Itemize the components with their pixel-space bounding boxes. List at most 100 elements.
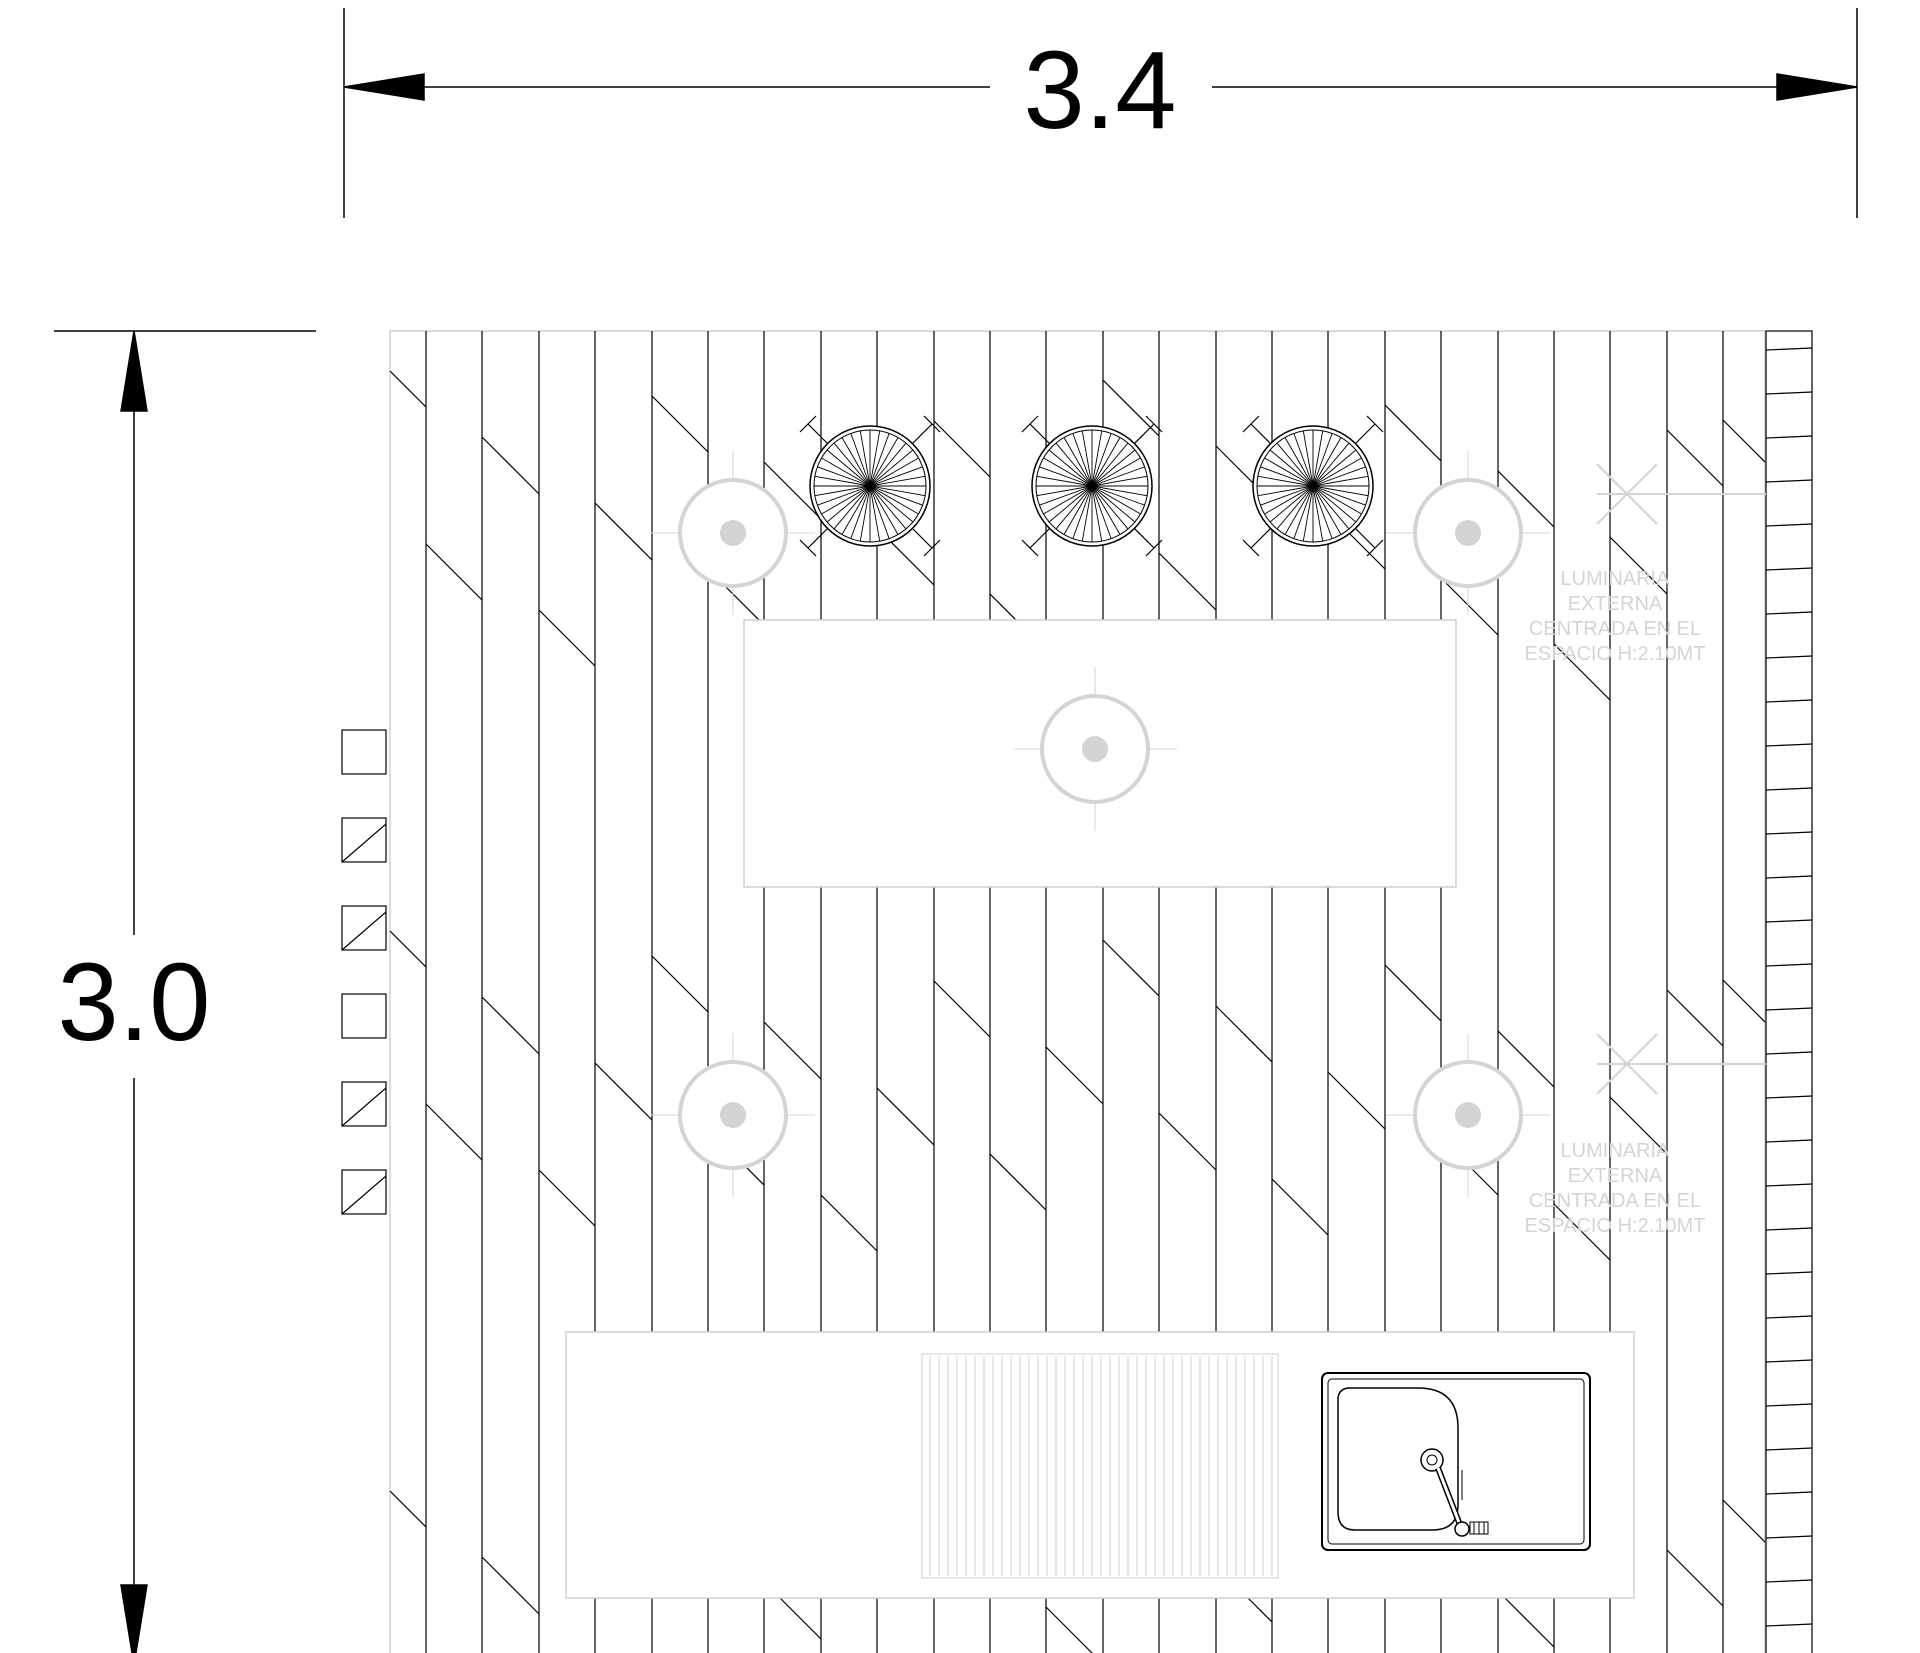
stool-spoke: [1072, 485, 1093, 539]
svg-text:EXTERNA: EXTERNA: [1568, 593, 1663, 615]
stool-spoke: [869, 475, 926, 487]
stool-spoke: [1091, 449, 1136, 487]
sink-rim: [1327, 1378, 1585, 1545]
plank-joint: [390, 930, 427, 968]
wall-tick: [1765, 1315, 1813, 1319]
plank-joint: [1666, 1549, 1724, 1607]
plank-joint: [1722, 1499, 1765, 1543]
stool-spoke: [869, 430, 881, 487]
svg-text:LUMINARIA: LUMINARIA: [1561, 1140, 1671, 1162]
stool-spoke: [1312, 437, 1342, 487]
wall-tick: [1765, 1227, 1813, 1231]
stool-foot: [799, 415, 817, 433]
ceiling-lights: [651, 451, 1550, 1197]
faucet-icon: [1454, 1521, 1470, 1537]
plank-joint: [390, 370, 427, 408]
svg-text:EXTERNA: EXTERNA: [1568, 1165, 1663, 1187]
svg-text:LUMINARIA: LUMINARIA: [1561, 568, 1671, 590]
plank-joint: [1158, 1112, 1217, 1171]
stool-spoke: [817, 485, 871, 506]
stool-spoke: [1063, 437, 1093, 487]
plank-joint: [1384, 964, 1442, 1022]
wall-tick: [1765, 1095, 1813, 1099]
wall-tick: [1765, 1051, 1813, 1055]
stool-spoke: [841, 437, 871, 487]
stool-spoke: [869, 485, 926, 497]
stool-foot: [1145, 539, 1163, 557]
chair-square: [341, 817, 387, 863]
stool-center: [1088, 482, 1096, 490]
stool-spoke: [1091, 485, 1112, 539]
stool-spoke: [859, 485, 871, 542]
plank-joint: [1271, 1178, 1329, 1236]
stool-icon: [799, 415, 941, 557]
stool-spoke: [1091, 457, 1141, 487]
stool-foot: [1145, 415, 1163, 433]
plank-joint: [1553, 1203, 1611, 1261]
floor-outline: [389, 330, 1766, 1653]
plank-joint: [425, 543, 483, 601]
stool-spoke: [869, 485, 907, 530]
plank-joint: [763, 1021, 822, 1080]
light-center: [1455, 520, 1481, 546]
stool-spoke: [1284, 437, 1314, 487]
sink: [1321, 1372, 1591, 1551]
stool-spoke: [1091, 485, 1121, 535]
wall-tick: [1765, 1183, 1813, 1187]
chair-squares: [341, 729, 387, 1215]
wall-tick: [1765, 787, 1813, 791]
chair-square: [341, 993, 387, 1039]
plank-joint: [1497, 470, 1555, 528]
wall-tick: [1765, 1359, 1813, 1363]
ceiling-light-icon: [651, 1033, 815, 1197]
plank-joint: [989, 1153, 1047, 1211]
stool-spoke: [1312, 466, 1366, 487]
stool-spoke: [1091, 485, 1141, 515]
stool-spoke: [869, 457, 919, 487]
stool-spoke: [1312, 457, 1362, 487]
plank-joint: [425, 1103, 483, 1161]
stool-spoke: [1293, 433, 1314, 487]
stool-spoke: [1081, 430, 1093, 487]
plank-joint: [820, 1194, 878, 1252]
stool-spoke: [1302, 430, 1314, 487]
stool-spoke: [869, 485, 923, 506]
stool-foot: [1021, 539, 1039, 557]
wall-tick: [1765, 963, 1813, 967]
light-center: [1455, 1102, 1481, 1128]
light-center: [1082, 736, 1108, 762]
stool-spoke: [850, 433, 871, 487]
wall-tick: [1765, 1139, 1813, 1143]
stool-spoke: [1091, 466, 1145, 487]
drainboard: [921, 1353, 1279, 1579]
stool-spoke: [841, 485, 871, 535]
wall-tick: [1765, 567, 1813, 571]
ceiling-light-icon: [651, 451, 815, 615]
stool-spoke: [1091, 485, 1148, 497]
wall-tick: [1765, 1447, 1813, 1451]
stool-spoke: [859, 430, 871, 487]
stool-spoke: [869, 433, 890, 487]
chair-hatch: [341, 823, 387, 863]
plank-joint: [594, 1062, 653, 1121]
plank-joint: [538, 1169, 596, 1227]
svg-text:CENTRADA EN EL: CENTRADA EN EL: [1529, 618, 1701, 640]
stool-spoke: [1048, 449, 1093, 487]
stool-center: [866, 482, 874, 490]
plank-joint: [1384, 404, 1442, 462]
stool-spoke: [1312, 442, 1350, 487]
stool-spoke: [869, 485, 919, 515]
stool-spoke: [817, 466, 871, 487]
stool-spoke: [1072, 433, 1093, 487]
stool-spoke: [1312, 485, 1362, 515]
bar-stools: [799, 415, 1384, 557]
stool-spoke: [1302, 485, 1314, 542]
chair-square: [341, 1081, 387, 1127]
stool-spoke: [1091, 442, 1129, 487]
chair-hatch: [341, 1087, 387, 1127]
sink-basin: [1337, 1387, 1459, 1531]
stool-spoke: [1312, 430, 1324, 487]
plank-joint: [1497, 1030, 1555, 1088]
wall-tick: [1765, 831, 1813, 835]
